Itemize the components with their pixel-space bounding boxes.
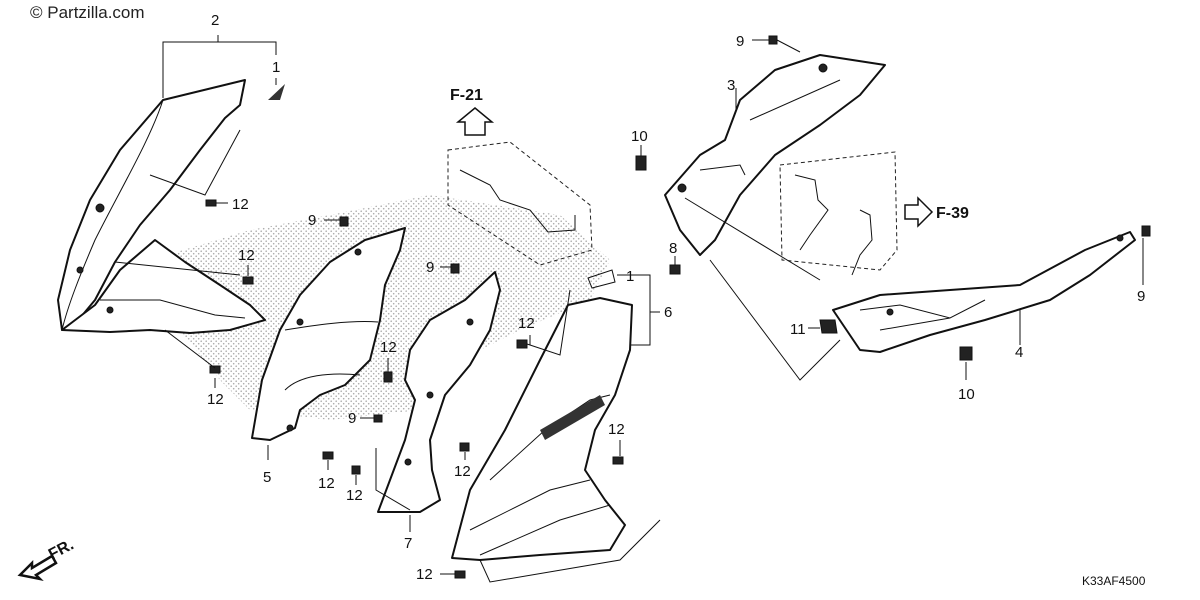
bracket-box-f21 bbox=[447, 141, 593, 266]
callout-12[interactable]: 12 bbox=[207, 391, 224, 408]
callout-10[interactable]: 10 bbox=[631, 128, 648, 145]
callout-12[interactable]: 12 bbox=[608, 421, 625, 438]
bracket-f39-a bbox=[794, 174, 829, 251]
side-cowl-part-6[interactable] bbox=[451, 297, 633, 561]
callout-9[interactable]: 9 bbox=[1137, 288, 1145, 305]
callout-12[interactable]: 12 bbox=[416, 566, 433, 583]
callout-12[interactable]: 12 bbox=[380, 339, 397, 356]
ref-label-f21[interactable]: F-21 bbox=[450, 87, 483, 104]
callout-12[interactable]: 12 bbox=[454, 463, 471, 480]
callout-1[interactable]: 1 bbox=[272, 59, 280, 76]
callout-9[interactable]: 9 bbox=[736, 33, 744, 50]
callout-9[interactable]: 9 bbox=[426, 259, 434, 276]
front-direction-indicator: FR. bbox=[17, 536, 77, 582]
callout-9[interactable]: 9 bbox=[348, 410, 356, 427]
bracket-box-f39 bbox=[779, 151, 898, 271]
callout-1[interactable]: 1 bbox=[626, 268, 634, 285]
callout-4[interactable]: 4 bbox=[1015, 344, 1023, 361]
bracket-f39-b bbox=[851, 209, 873, 276]
callout-12[interactable]: 12 bbox=[318, 475, 335, 492]
callout-5[interactable]: 5 bbox=[263, 469, 271, 486]
callout-9[interactable]: 9 bbox=[308, 212, 316, 229]
fasteners bbox=[205, 35, 1151, 579]
callout-12[interactable]: 12 bbox=[238, 247, 255, 264]
callout-10[interactable]: 10 bbox=[958, 386, 975, 403]
callout-3[interactable]: 3 bbox=[727, 77, 735, 94]
callout-12[interactable]: 12 bbox=[232, 196, 249, 213]
inner-panel-part-7[interactable] bbox=[377, 271, 501, 513]
front-arrow-icon bbox=[17, 554, 58, 582]
arrow-f39 bbox=[904, 196, 934, 228]
bracket-f21 bbox=[459, 169, 576, 233]
emblem-part-1b[interactable] bbox=[587, 269, 616, 289]
diagram-code: K33AF4500 bbox=[1082, 574, 1146, 588]
watermark-text: © Partzilla.com bbox=[30, 3, 145, 22]
callout-12[interactable]: 12 bbox=[346, 487, 363, 504]
callout-2[interactable]: 2 bbox=[211, 12, 219, 29]
upper-cowl-part-2[interactable] bbox=[57, 79, 266, 334]
callout-11[interactable]: 11 bbox=[790, 321, 806, 338]
inner-panel-part-5[interactable] bbox=[251, 227, 406, 441]
arrow-f21 bbox=[455, 107, 495, 136]
callout-6[interactable]: 6 bbox=[664, 304, 672, 321]
emblem-part-1[interactable] bbox=[268, 84, 285, 100]
callout-12[interactable]: 12 bbox=[518, 315, 535, 332]
ref-label-f39[interactable]: F-39 bbox=[936, 205, 969, 222]
callout-8[interactable]: 8 bbox=[669, 240, 677, 257]
upper-cover-part-3[interactable] bbox=[664, 54, 886, 256]
callout-7[interactable]: 7 bbox=[404, 535, 412, 552]
under-cowl-part-4[interactable] bbox=[832, 231, 1136, 353]
leader-lines bbox=[149, 35, 1144, 583]
